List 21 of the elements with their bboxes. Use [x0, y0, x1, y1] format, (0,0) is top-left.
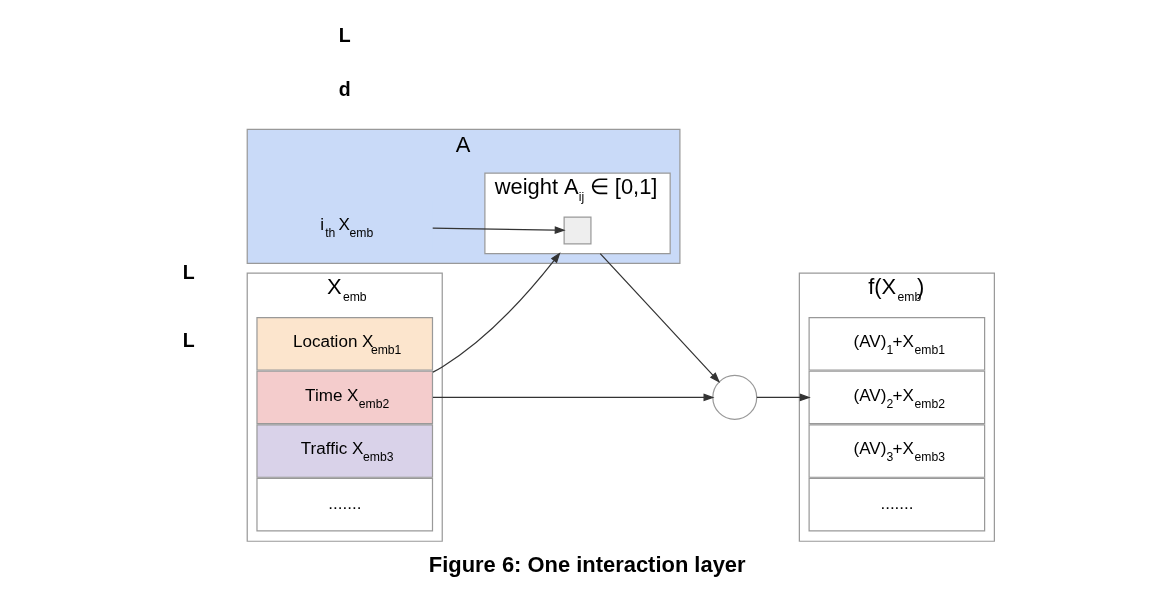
node-box: .......: [255, 477, 433, 532]
node-box: Time X$_{emb2}$: [255, 370, 433, 425]
cluster: weight A$_{ij}$ ∈ [0,1]: [483, 172, 671, 255]
caption: Figure 6: One interaction layer: [428, 552, 746, 578]
arrow: [431, 252, 561, 373]
arrow: [431, 226, 566, 234]
node-box: Location X$_{emb1}$: [255, 316, 433, 371]
node-box: (AV)$_{1}$+X$_{emb1}$: [808, 316, 985, 371]
node-text: i$_{th}$ X$_{emb}$: [319, 215, 373, 241]
node-box: .......: [808, 477, 985, 532]
arrow: [431, 393, 714, 402]
label: L: [182, 329, 195, 352]
label: d: [338, 78, 351, 101]
node-box: Traffic X$_{emb3}$: [255, 424, 433, 478]
arrow: [755, 393, 811, 402]
node-box: [563, 216, 592, 245]
node-box: (AV)$_{2}$+X$_{emb2}$: [808, 370, 985, 425]
label: L: [338, 24, 351, 47]
node-box: (AV)$_{3}$+X$_{emb3}$: [808, 424, 985, 478]
arrow: [599, 253, 720, 383]
label: L: [182, 260, 195, 283]
